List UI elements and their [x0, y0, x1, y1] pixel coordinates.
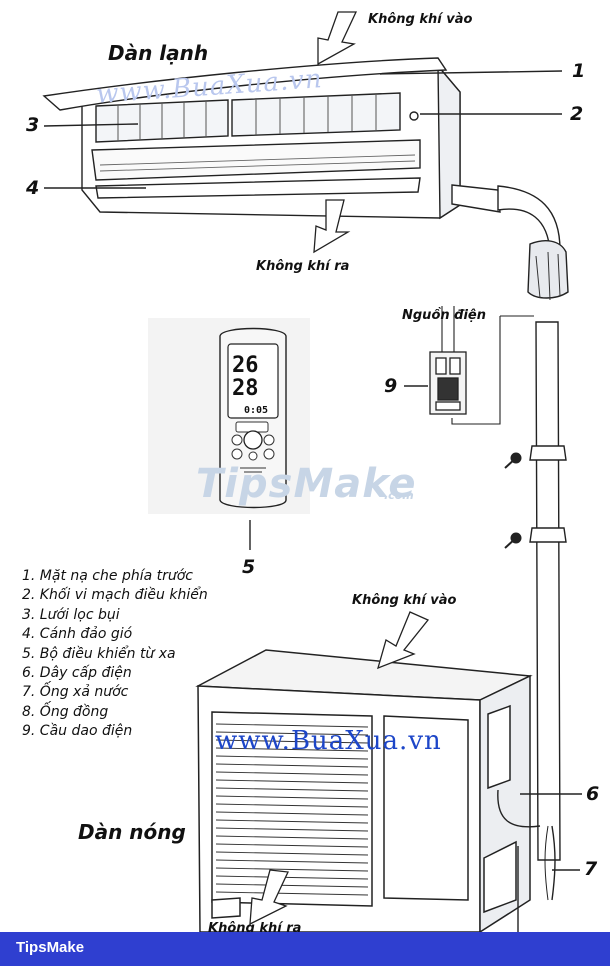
- remote-temp-1: 26: [232, 353, 259, 378]
- legend-item: 6. Dây cấp điện: [22, 665, 132, 682]
- watermark-tipsmake: TipsMake: [196, 461, 417, 507]
- watermark-buaxua-outdoor: www.BuaXua.vn: [215, 726, 442, 756]
- label-indoor-unit: Dàn lạnh: [108, 41, 209, 65]
- label-outdoor-unit: Dàn nóng: [78, 820, 186, 844]
- power-breaker: [429, 306, 534, 425]
- legend-item: 7. Ống xả nước: [22, 684, 129, 701]
- legend-item: 3. Lưới lọc bụi: [22, 606, 120, 623]
- callout-3: 3: [26, 114, 40, 136]
- refrigerant-piping: [451, 184, 569, 861]
- legend-item: 9. Cầu dao điện: [22, 723, 133, 740]
- remote-time: 0:05: [244, 405, 268, 416]
- legend-item: 5. Bộ điều khiển từ xa: [22, 645, 176, 662]
- footer-brand[interactable]: TipsMake: [16, 939, 85, 956]
- callout-6: 6: [586, 783, 600, 805]
- callout-2: 2: [570, 103, 584, 125]
- air-in-arrow-outdoor: [377, 611, 430, 670]
- legend-item: 2. Khối vi mạch điều khiển: [22, 587, 208, 604]
- label-air-out-indoor: Không khí ra: [256, 259, 350, 274]
- legend-item: 8. Ống đồng: [22, 703, 109, 720]
- wall-screw: [504, 452, 522, 549]
- parts-legend: 1. Mặt nạ che phía trước 2. Khối vi mạch…: [22, 567, 208, 742]
- air-in-arrow-top: [317, 11, 358, 66]
- remote-control: 26 28 0:05: [148, 318, 310, 514]
- callout-7: 7: [584, 858, 598, 880]
- outdoor-grille: [215, 723, 369, 896]
- callout-1: 1: [572, 60, 586, 82]
- label-power-source: Nguồn điện: [402, 308, 486, 323]
- label-air-in-outdoor: Không khí vào: [352, 593, 457, 608]
- legend-item: 4. Cánh đảo gió: [22, 626, 133, 643]
- label-air-out-outdoor: Không khí ra: [208, 921, 302, 932]
- callout-4: 4: [26, 177, 40, 199]
- air-out-arrow-indoor: [313, 199, 351, 254]
- remote-temp-2: 28: [232, 376, 259, 401]
- legend-item: 1. Mặt nạ che phía trước: [22, 568, 194, 584]
- drain-and-cable: [497, 789, 556, 932]
- callout-5: 5: [242, 556, 256, 578]
- air-out-arrow-outdoor: [249, 869, 289, 926]
- watermark-tipsmake-domain: .com: [384, 489, 414, 502]
- outdoor-unit: [195, 649, 533, 934]
- footer-bar: TipsMake: [0, 932, 610, 966]
- callout-9: 9: [384, 375, 398, 397]
- label-air-in-top: Không khí vào: [368, 12, 473, 27]
- leader-lines: [43, 70, 582, 871]
- indoor-unit: [42, 57, 461, 220]
